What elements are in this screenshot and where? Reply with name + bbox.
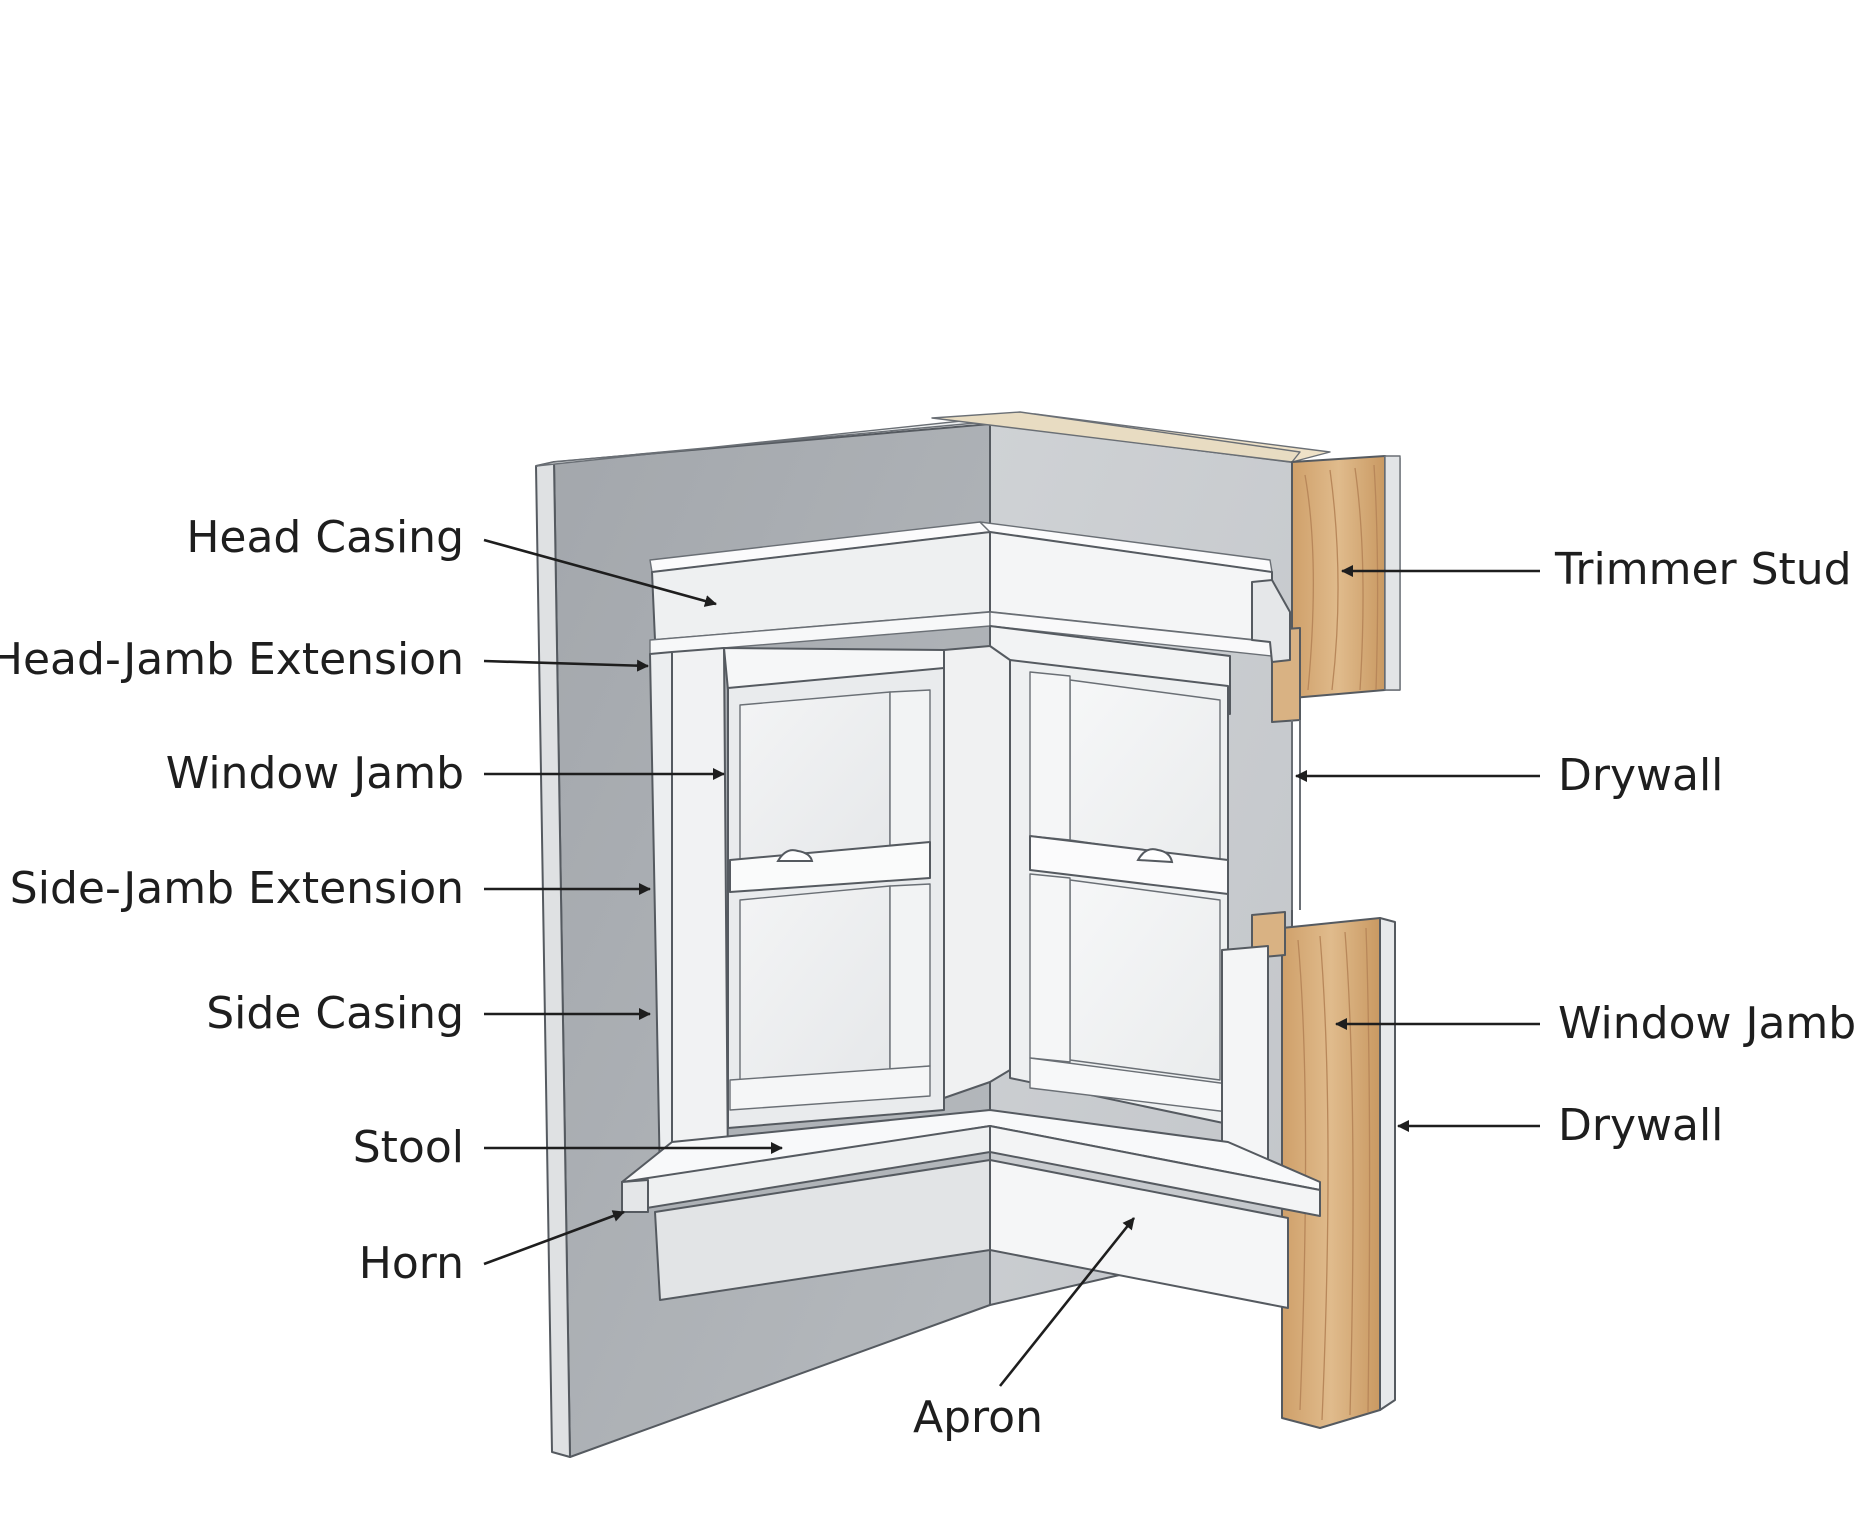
head-casing-assembly: [649, 521, 1291, 715]
leader-head-casing: [483, 538, 717, 607]
leader-apron: [998, 1217, 1136, 1387]
horn-end: [621, 1179, 649, 1213]
left-bottom-rail: [729, 1065, 931, 1111]
left-upper-rail: [889, 689, 931, 849]
wood-grain-lower: [1297, 927, 1371, 1421]
drywall-lower-strip: [1379, 917, 1396, 1411]
label-trimmer-stud: Trimmer Stud: [1554, 544, 1852, 595]
lumber-sections: [1251, 455, 1401, 1429]
leader-head-jamb-extension: [483, 659, 649, 672]
left-upper-glass: [739, 691, 891, 861]
left-meeting-rail: [729, 841, 931, 893]
label-stool: Stool: [353, 1122, 464, 1173]
apron-right: [989, 1159, 1289, 1309]
side-jamb-extension-left: [671, 647, 729, 1181]
label-drywall-upper: Drywall: [1558, 750, 1723, 801]
label-window-jamb-right: Window Jamb: [1558, 998, 1856, 1049]
head-casing-end-profile: [1251, 579, 1291, 663]
label-window-jamb-left: Window Jamb: [166, 748, 464, 799]
right-sash-lock-icon: [1136, 848, 1174, 864]
right-upper-rail: [1029, 671, 1071, 841]
label-horn: Horn: [359, 1238, 464, 1289]
right-window: [1009, 659, 1269, 1171]
corner-post: [943, 645, 1011, 1099]
callout-leaders: [483, 538, 1540, 1387]
label-drywall-lower: Drywall: [1558, 1100, 1723, 1151]
right-upper-glass: [1069, 679, 1221, 863]
right-lower-rail: [1029, 873, 1071, 1063]
wood-grain-upper: [1304, 464, 1379, 691]
stool-apron-assembly: [621, 1109, 1321, 1309]
right-lower-glass: [1069, 879, 1221, 1081]
label-side-casing: Side Casing: [206, 988, 464, 1039]
leader-horn: [483, 1210, 625, 1266]
stool-front-right: [989, 1125, 1321, 1217]
left-lower-glass: [739, 885, 891, 1081]
callout-labels: Head Casing Head-Jamb Extension Window J…: [0, 512, 1856, 1443]
left-sash-lock-icon: [776, 849, 814, 862]
trimmer-stud-lower: [1281, 917, 1381, 1429]
left-window: [649, 647, 945, 1183]
label-head-casing: Head Casing: [186, 512, 464, 563]
label-head-jamb-extension: Head-Jamb Extension: [0, 634, 464, 685]
wall-section-top: [931, 411, 1301, 463]
drywall-upper-side: [1384, 455, 1401, 691]
label-apron: Apron: [913, 1392, 1043, 1443]
label-side-jamb-extension: Side-Jamb Extension: [10, 863, 464, 914]
side-casing-right: [1221, 945, 1269, 1171]
left-lower-rail: [889, 883, 931, 1071]
